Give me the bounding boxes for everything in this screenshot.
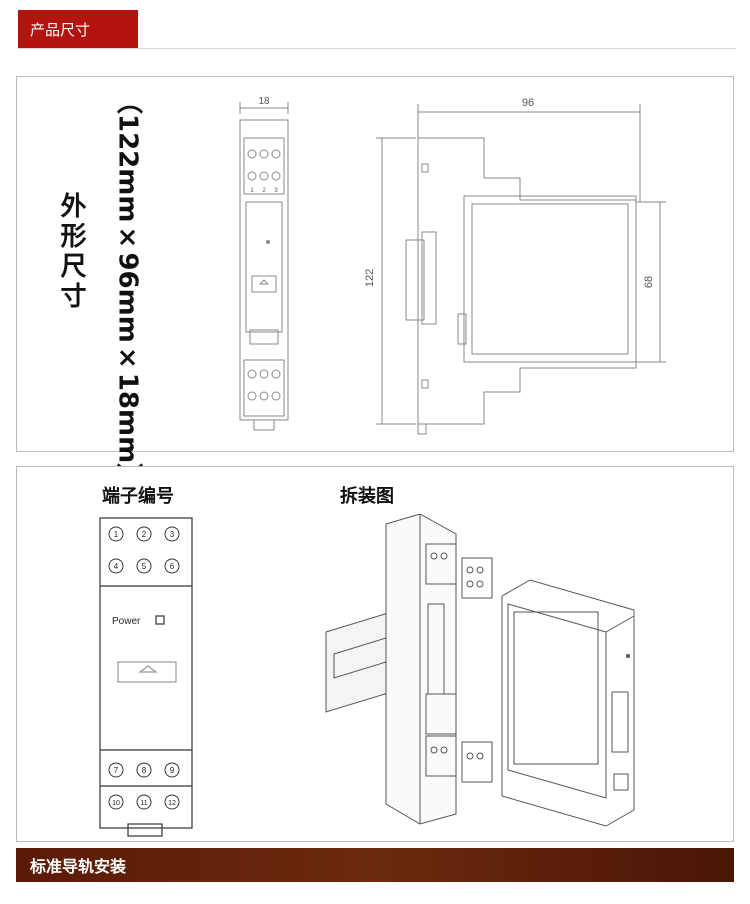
terminal-label-7: 7 [114, 766, 119, 775]
terminal-label-11: 11 [140, 800, 147, 807]
footer-label: 标准导轨安装 [30, 857, 127, 876]
terminal-label-9: 9 [170, 766, 175, 775]
dimensions-panel [16, 76, 734, 452]
din-rail-install-bar: 标准导轨安装 [16, 848, 734, 882]
header-divider [18, 48, 736, 49]
front-width-label: 18 [258, 96, 270, 107]
terminal-label-12: 12 [168, 800, 176, 807]
inner-height-label: 68 [643, 276, 655, 288]
overall-dimensions-text: （122mm×96mm×18mm） [112, 88, 143, 490]
terminal-numbering-title: 端子编号 [102, 486, 174, 507]
outline-size-label: 外形尺寸 [56, 192, 86, 312]
section-tab-label: 产品尺寸 [30, 20, 91, 39]
section-tab-product-size: 产品尺寸 [18, 10, 138, 48]
terminal-label-4: 4 [114, 562, 119, 571]
terminal-number-1: 1 [250, 188, 254, 194]
terminal-label-10: 10 [112, 800, 120, 807]
terminal-label-5: 5 [142, 562, 147, 571]
terminal-label-3: 3 [170, 530, 175, 539]
terminal-number-3: 3 [274, 188, 278, 194]
terminal-label-1: 1 [114, 530, 119, 539]
side-height-label: 122 [364, 269, 376, 287]
side-width-label: 96 [522, 97, 534, 109]
terminal-numbering-diagram: 1 2 3 4 5 6 7 8 9 10 11 12 Power [99, 517, 193, 837]
front-view-drawing: 18 1 2 3 [239, 96, 289, 431]
side-view-drawing: 96 122 68 [364, 97, 666, 435]
terminal-number-2: 2 [262, 188, 266, 194]
terminal-label-6: 6 [170, 562, 175, 571]
assembly-diagram-title: 拆装图 [340, 486, 394, 507]
terminal-label-8: 8 [142, 766, 147, 775]
terminal-label-2: 2 [142, 530, 147, 539]
assembly-diagram [325, 514, 635, 827]
power-label: Power [112, 616, 141, 627]
